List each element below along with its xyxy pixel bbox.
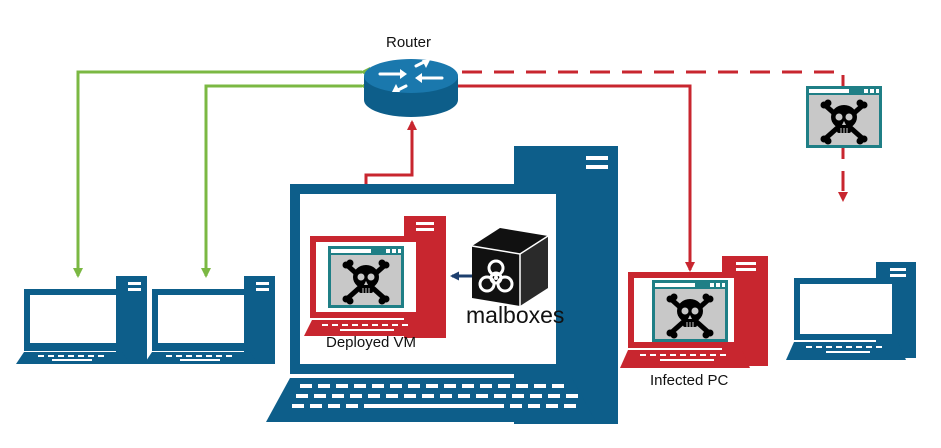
link-router-pc2 — [201, 81, 370, 278]
malboxes-label: malboxes — [466, 302, 565, 328]
deployed-vm-label: Deployed VM — [326, 334, 417, 351]
router-icon — [364, 59, 458, 117]
skull-crossbones-window-icon — [328, 246, 404, 308]
infected-pc-label: Infected PC — [650, 372, 729, 389]
router-label: Router — [386, 34, 432, 51]
deployed-vm-computer — [304, 216, 446, 338]
link-router-remote-dashed — [462, 70, 848, 202]
link-router-pc1 — [73, 67, 370, 278]
biohazard-box-icon — [471, 228, 549, 306]
skull-crossbones-window-icon — [652, 280, 728, 342]
infected-pc — [620, 256, 768, 368]
link-router-infected-pc — [452, 84, 695, 272]
client-pc-1 — [16, 276, 147, 364]
skull-crossbones-window-icon — [806, 86, 882, 148]
green-links — [73, 67, 370, 278]
client-pc-2 — [144, 276, 275, 364]
remote-pc — [786, 262, 916, 360]
